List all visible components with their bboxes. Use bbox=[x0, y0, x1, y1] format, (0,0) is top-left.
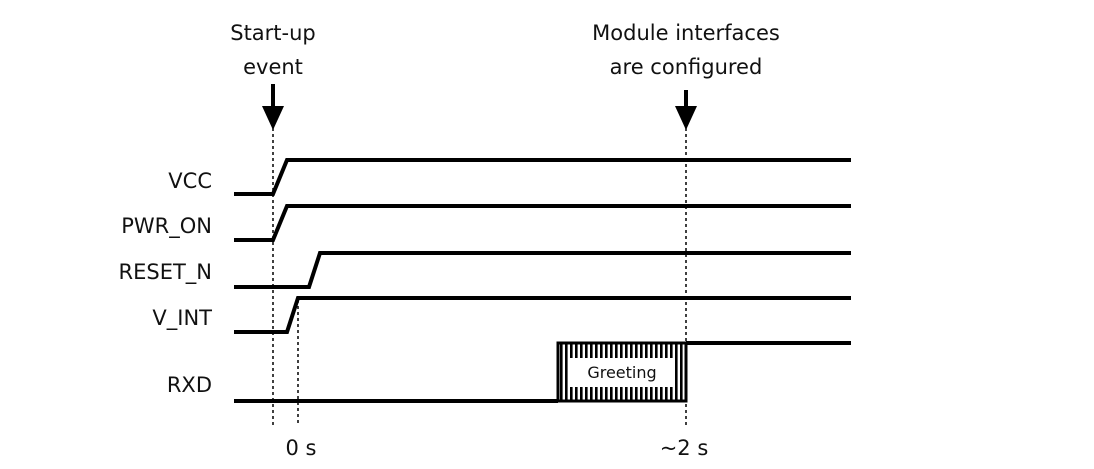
signal-label-reset-n: RESET_N bbox=[119, 260, 213, 285]
signal-label-v-int: V_INT bbox=[152, 306, 212, 331]
waveform-reset-n bbox=[234, 251, 851, 289]
configured-annotation-line2: are configured bbox=[610, 55, 763, 79]
signal-label-vcc: VCC bbox=[168, 169, 212, 193]
waveform-v-int bbox=[234, 296, 851, 334]
waveform-pwr-on bbox=[234, 204, 851, 242]
configured-annotation-line1: Module interfaces bbox=[592, 21, 780, 45]
time-label-two-seconds: ~2 s bbox=[660, 436, 709, 460]
greeting-burst: Greeting bbox=[556, 341, 688, 403]
greeting-label: Greeting bbox=[587, 363, 656, 382]
greeting-label-box bbox=[569, 358, 675, 387]
signal-label-rxd: RXD bbox=[167, 373, 212, 397]
startup-annotation-line2: event bbox=[243, 55, 303, 79]
startup-annotation-line1: Start-up bbox=[230, 21, 316, 45]
time-label-zero: 0 s bbox=[286, 436, 317, 460]
waveform-vcc bbox=[234, 158, 851, 196]
configured-arrow-icon bbox=[675, 90, 697, 130]
signal-label-pwr-on: PWR_ON bbox=[121, 214, 212, 239]
startup-arrow-icon bbox=[262, 84, 284, 130]
